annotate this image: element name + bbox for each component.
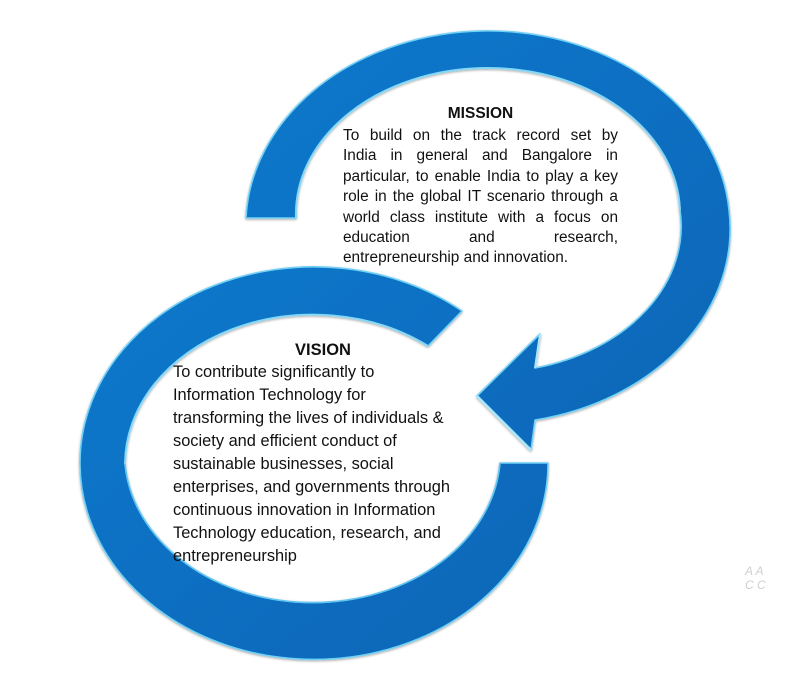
vision-line: sustainable businesses, social [173,455,394,473]
vision-line: transforming the lives of individuals & [173,409,444,427]
watermark: A A C C [745,564,766,592]
mission-line: particular, to enable India to play a ke… [343,167,618,185]
mission-line: education and research, [343,229,618,247]
mission-line: entrepreneurship and innovation. [343,249,569,267]
mission-line: To build on the track record set by [343,127,618,144]
mission-ring-arrow [245,30,731,451]
mission-line: world class institute with a focus on [343,208,618,226]
watermark-line: A A [745,564,764,578]
mission-line: role in the global IT scenario through a [343,188,618,206]
mission-title: MISSION [447,105,514,122]
vision-line: continuous innovation in Information [173,501,436,519]
vision-line: enterprises, and governments through [173,478,450,496]
vision-title: VISION [295,341,351,359]
vision-line: Technology education, research, and [173,524,441,542]
vision-block: VISION To contribute significantly to In… [173,339,493,568]
mission-block: MISSION To build on the track record set… [343,104,618,269]
mission-line: India in general and Bangalore in [343,147,618,165]
vision-line: To contribute significantly to [173,363,375,381]
vision-line: society and efficient conduct of [173,432,397,450]
mission-text: To build on the track record set by Indi… [343,126,618,269]
vision-text: To contribute significantly to Informati… [173,361,493,568]
watermark-line: C C [745,578,766,592]
vision-line: entrepreneurship [173,547,297,565]
vision-line: Information Technology for [173,386,366,404]
vision-ring-arrow [79,266,549,661]
